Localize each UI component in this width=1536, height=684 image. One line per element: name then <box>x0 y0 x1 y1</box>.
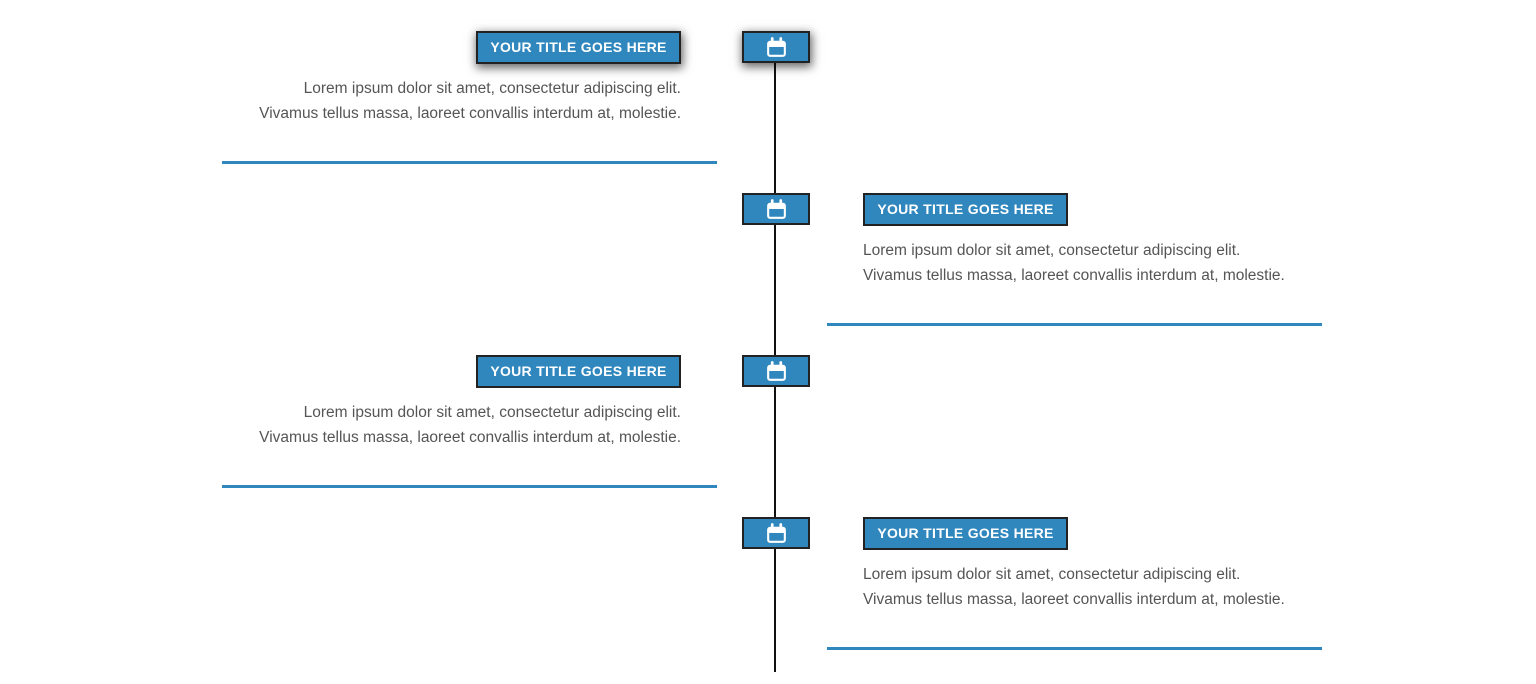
timeline-entry-3: YOUR TITLE GOES HERE Lorem ipsum dolor s… <box>222 355 1322 517</box>
entry-4-description: Lorem ipsum dolor sit amet, consectetur … <box>863 563 1322 612</box>
calendar-icon <box>742 31 810 63</box>
entry-4-content: YOUR TITLE GOES HERE Lorem ipsum dolor s… <box>827 517 1322 679</box>
entry-2-title-badge: YOUR TITLE GOES HERE <box>863 193 1068 226</box>
timeline-section: YOUR TITLE GOES HERE Lorem ipsum dolor s… <box>222 0 1322 679</box>
description-line: Lorem ipsum dolor sit amet, consectetur … <box>303 404 681 421</box>
timeline-entry-4: YOUR TITLE GOES HERE Lorem ipsum dolor s… <box>222 517 1322 679</box>
entry-4-node <box>717 517 827 679</box>
entry-4-title-badge: YOUR TITLE GOES HERE <box>863 517 1068 550</box>
entry-1-description: Lorem ipsum dolor sit amet, consectetur … <box>222 77 681 126</box>
timeline-entry-1: YOUR TITLE GOES HERE Lorem ipsum dolor s… <box>222 31 1322 193</box>
calendar-icon <box>742 193 810 225</box>
entry-3-divider <box>222 485 717 488</box>
entry-2-node <box>717 193 827 355</box>
description-line: Lorem ipsum dolor sit amet, consectetur … <box>303 80 681 97</box>
description-line: Vivamus tellus massa, laoreet convallis … <box>259 104 681 122</box>
entry-1-divider <box>222 161 717 164</box>
entry-3-description: Lorem ipsum dolor sit amet, consectetur … <box>222 401 681 450</box>
entry-2-divider <box>827 323 1322 326</box>
entry-3-node <box>717 355 827 517</box>
entry-1-content: YOUR TITLE GOES HERE Lorem ipsum dolor s… <box>222 31 717 193</box>
entry-1-title-badge: YOUR TITLE GOES HERE <box>476 31 681 64</box>
description-line: Vivamus tellus massa, laoreet convallis … <box>863 266 1285 284</box>
entry-4-divider <box>827 647 1322 650</box>
description-line: Vivamus tellus massa, laoreet convallis … <box>259 428 681 446</box>
entry-1-node <box>717 31 827 193</box>
entry-3-content: YOUR TITLE GOES HERE Lorem ipsum dolor s… <box>222 355 717 517</box>
entry-2-content: YOUR TITLE GOES HERE Lorem ipsum dolor s… <box>827 193 1322 355</box>
entry-2-description: Lorem ipsum dolor sit amet, consectetur … <box>863 239 1322 288</box>
description-line: Lorem ipsum dolor sit amet, consectetur … <box>863 566 1241 583</box>
calendar-icon <box>742 355 810 387</box>
description-line: Lorem ipsum dolor sit amet, consectetur … <box>863 242 1241 259</box>
description-line: Vivamus tellus massa, laoreet convallis … <box>863 590 1285 608</box>
calendar-icon <box>742 517 810 549</box>
entry-3-title-badge: YOUR TITLE GOES HERE <box>476 355 681 388</box>
timeline-entry-2: YOUR TITLE GOES HERE Lorem ipsum dolor s… <box>222 193 1322 355</box>
